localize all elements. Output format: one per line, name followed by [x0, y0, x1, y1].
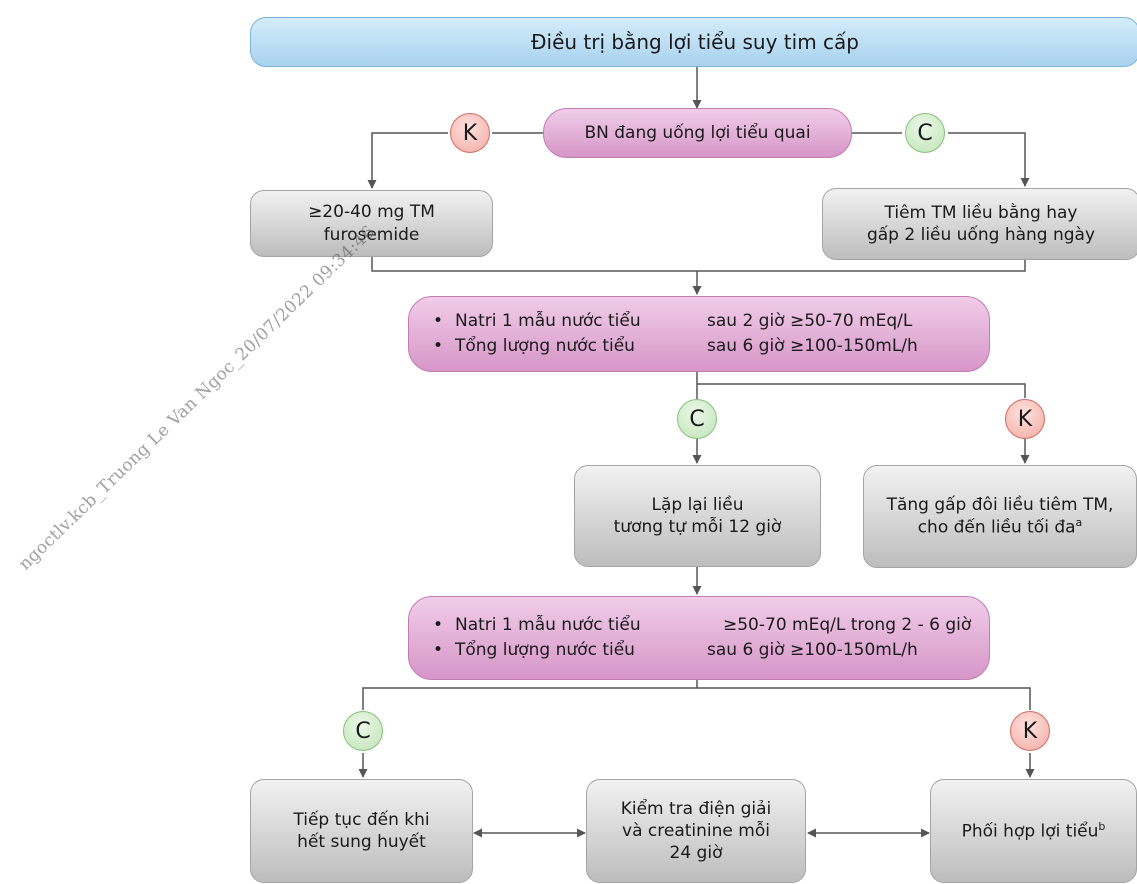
flowchart-title-text: Điều trị bằng lợi tiểu suy tim cấp — [531, 30, 859, 54]
criterion-value: sau 6 giờ ≥100-150mL/h — [707, 336, 918, 356]
monitor-line2: và creatinine mỗi — [622, 820, 770, 841]
criterion-value: sau 2 giờ ≥50-70 mEq/L — [707, 311, 913, 332]
iv-dose-box: Tiêm TM liều bằng hay gấp 2 liều uống hà… — [822, 188, 1137, 260]
badge-yes-1: C — [905, 113, 945, 153]
repeat-dose-line1: Lặp lại liều — [651, 494, 744, 515]
decision-label: BN đang uống lợi tiểu quai — [584, 122, 811, 143]
monitor-line3: 24 giờ — [669, 843, 723, 864]
iv-dose-line2: gấp 2 liều uống hàng ngày — [866, 225, 1096, 245]
iv-dose-line1: Tiêm TM liều bằng hay — [884, 202, 1078, 223]
continue-line1: Tiếp tục đến khi — [293, 809, 430, 830]
urine-check-2-row: • Tổng lượng nước tiểu sau 6 giờ ≥100-15… — [433, 638, 971, 663]
badge-no-3: K — [1010, 711, 1050, 751]
double-dose-line1: Tăng gấp đôi liều tiêm TM, — [886, 495, 1114, 516]
urine-check-1-list: • Natri 1 mẫu nước tiểu sau 2 giờ ≥50-70… — [433, 309, 918, 358]
double-dose-line2: cho đến liều tối đaa — [917, 516, 1083, 538]
initial-dose-line1: ≥20-40 mg TM — [308, 202, 435, 223]
decision-node: BN đang uống lợi tiểu quai — [543, 108, 852, 158]
footnote-b: b — [1098, 819, 1106, 833]
badge-no-1: K — [450, 113, 490, 153]
urine-check-1-row: • Tổng lượng nước tiểu sau 6 giờ ≥100-15… — [433, 334, 918, 359]
criterion-label: Tổng lượng nước tiểu — [455, 336, 635, 356]
footnote-a: a — [1075, 516, 1083, 530]
badge-no-2: K — [1005, 399, 1045, 439]
initial-dose-line2: furosemide — [323, 224, 420, 245]
criterion-label: Natri 1 mẫu nước tiểu — [455, 311, 641, 332]
double-dose-box: Tăng gấp đôi liều tiêm TM, cho đến liều … — [863, 465, 1137, 568]
urine-check-2: • Natri 1 mẫu nước tiểu ≥50-70 mEq/L tro… — [408, 596, 990, 680]
urine-check-1-row: • Natri 1 mẫu nước tiểu sau 2 giờ ≥50-70… — [433, 309, 918, 334]
repeat-dose-box: Lặp lại liều tương tự mỗi 12 giờ — [574, 465, 821, 567]
criterion-label: Tổng lượng nước tiểu — [455, 640, 635, 660]
monitor-line1: Kiểm tra điện giải — [620, 798, 772, 819]
criterion-value: ≥50-70 mEq/L trong 2 - 6 giờ — [723, 615, 972, 636]
urine-check-1: • Natri 1 mẫu nước tiểu sau 2 giờ ≥50-70… — [408, 296, 990, 372]
combine-label: Phối hợp lợi tiểub — [961, 819, 1106, 842]
flowchart-title: Điều trị bằng lợi tiểu suy tim cấp — [250, 17, 1137, 67]
criterion-value: sau 6 giờ ≥100-150mL/h — [707, 640, 918, 660]
urine-check-2-row: • Natri 1 mẫu nước tiểu ≥50-70 mEq/L tro… — [433, 613, 971, 638]
continue-line2: hết sung huyết — [297, 832, 426, 852]
urine-check-2-list: • Natri 1 mẫu nước tiểu ≥50-70 mEq/L tro… — [433, 613, 971, 662]
continue-box: Tiếp tục đến khi hết sung huyết — [250, 779, 473, 883]
badge-yes-3: C — [343, 711, 383, 751]
badge-yes-2: C — [677, 399, 717, 439]
combine-box: Phối hợp lợi tiểub — [930, 779, 1137, 883]
repeat-dose-line2: tương tự mỗi 12 giờ — [613, 517, 782, 537]
initial-dose-box: ≥20-40 mg TM furosemide — [250, 190, 493, 257]
criterion-label: Natri 1 mẫu nước tiểu — [455, 615, 641, 636]
monitor-box: Kiểm tra điện giải và creatinine mỗi 24 … — [586, 779, 806, 883]
